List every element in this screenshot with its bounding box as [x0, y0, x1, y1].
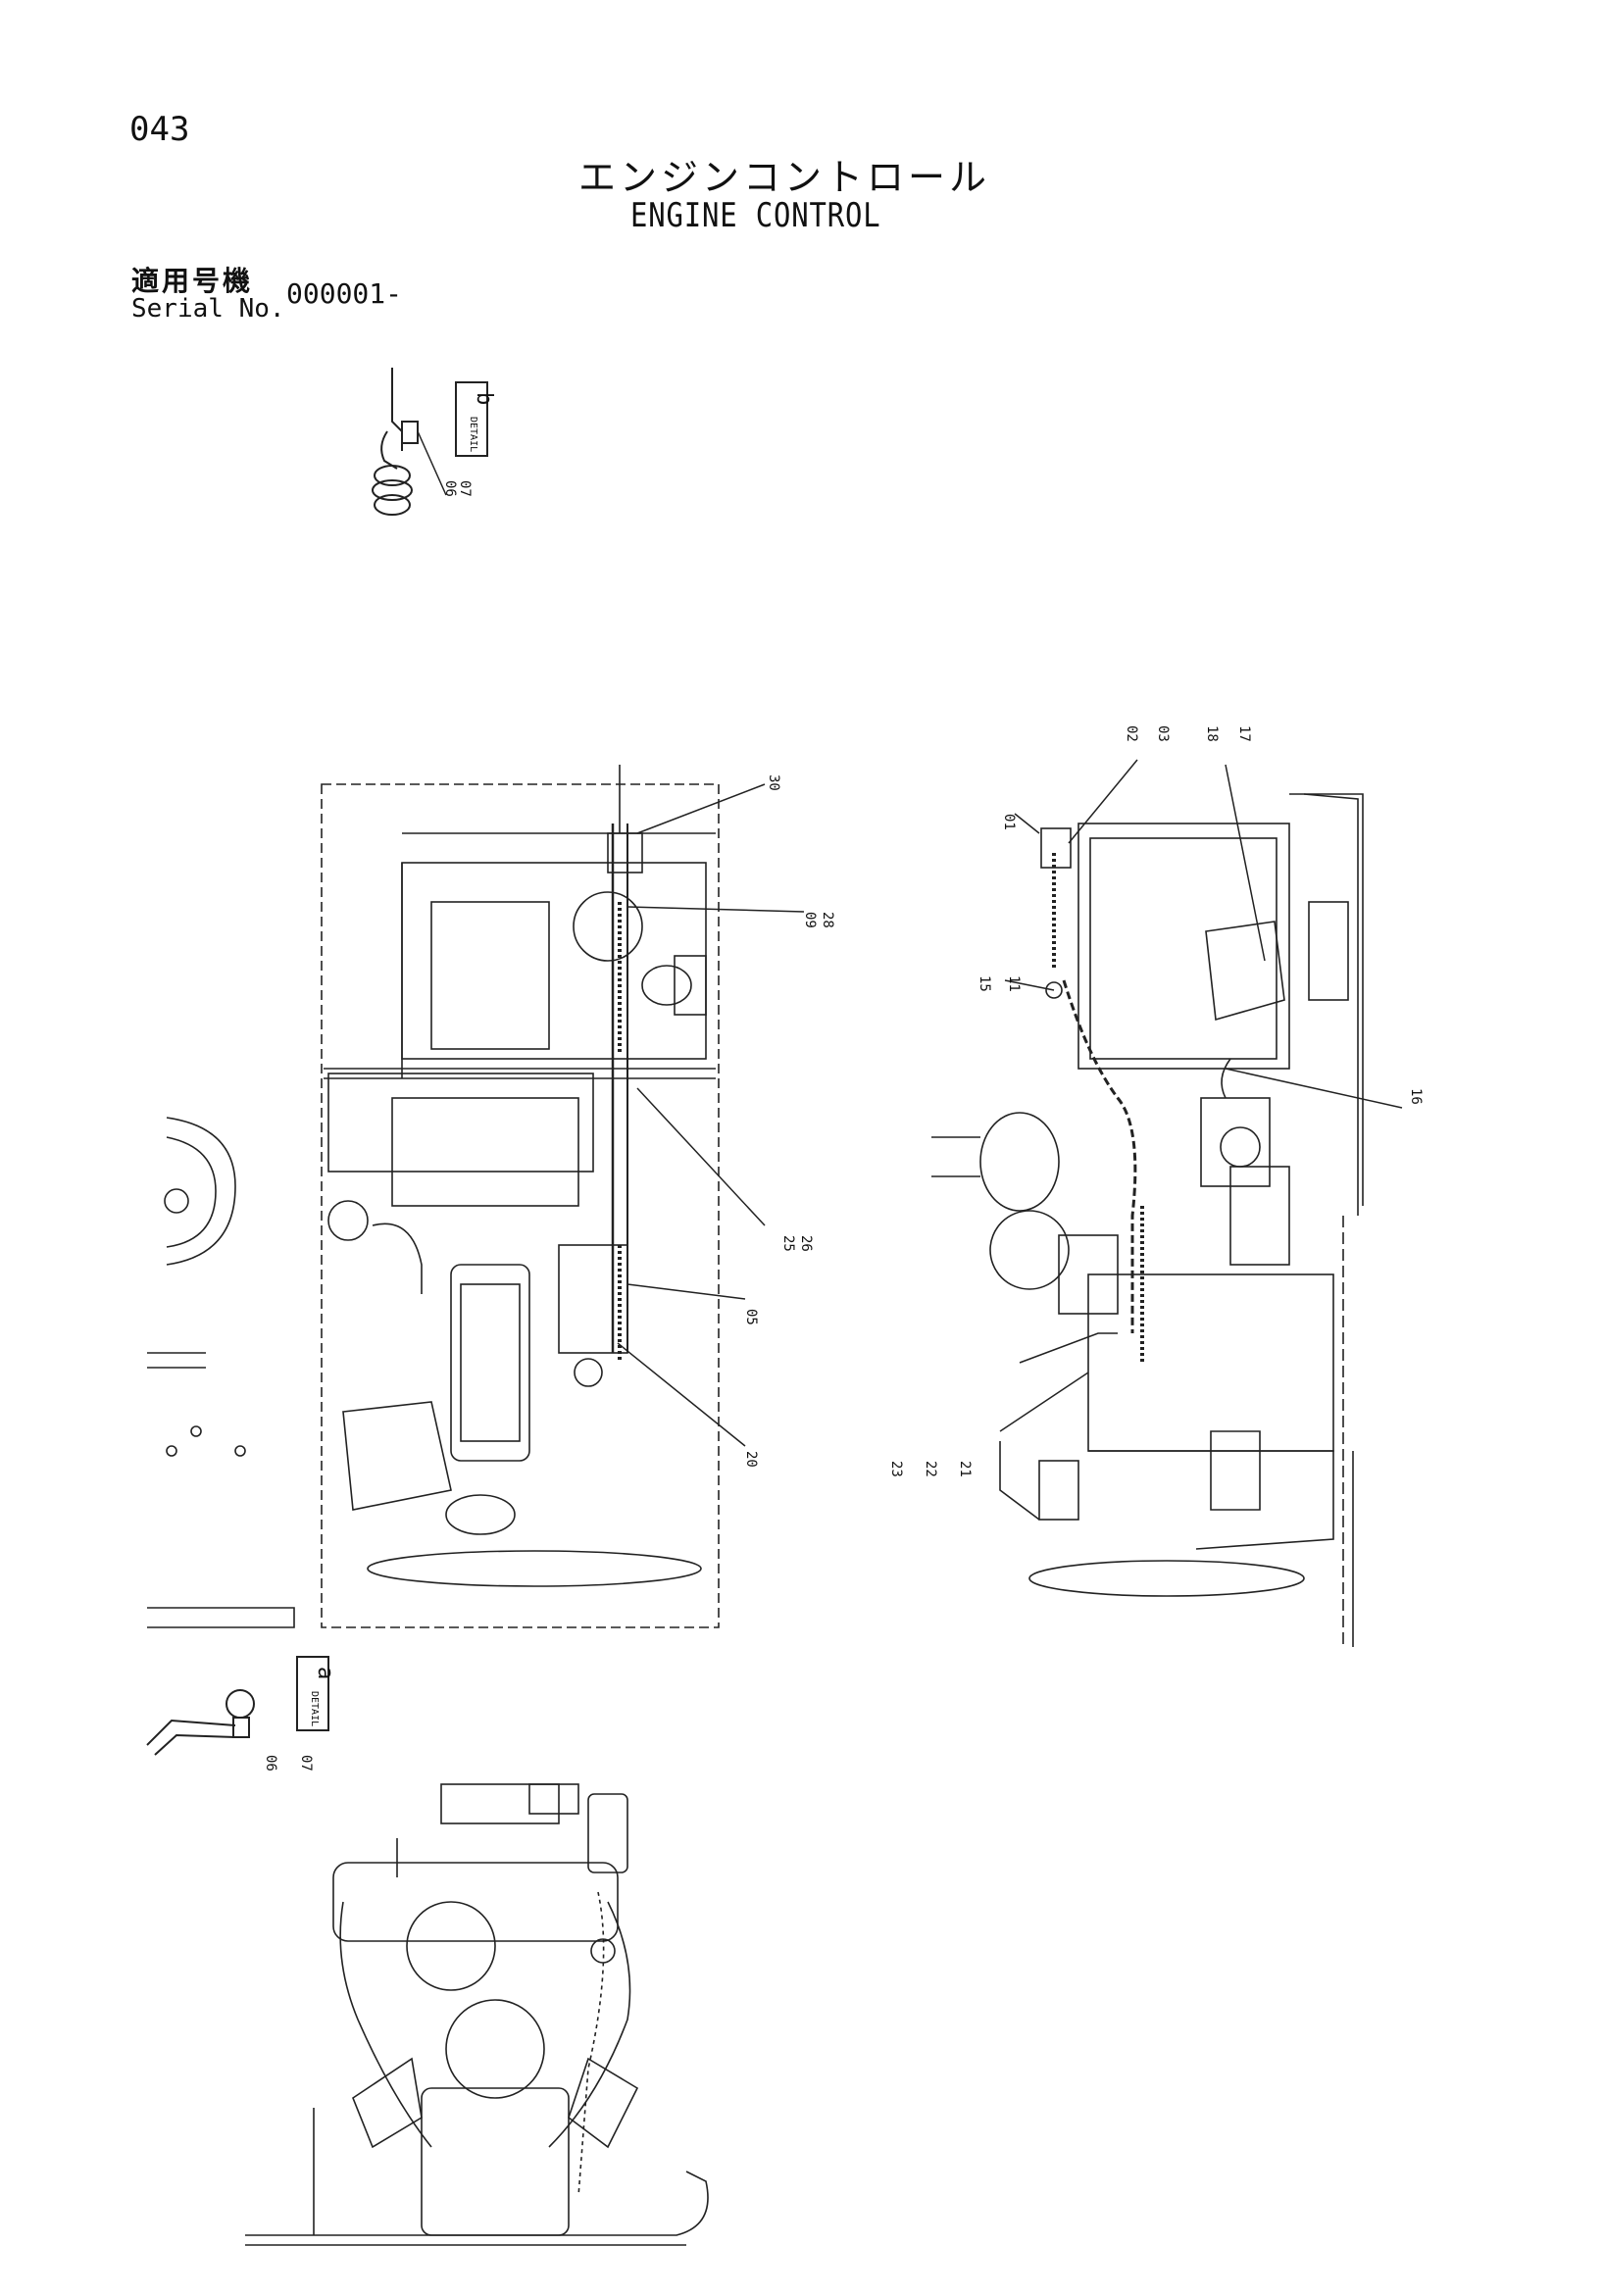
- callout-18: 18: [1204, 725, 1220, 742]
- callout-26: 26: [798, 1235, 814, 1252]
- page-number: 043: [129, 110, 190, 149]
- callout-22: 22: [923, 1461, 938, 1477]
- serial-label-japanese: 適用号機: [131, 265, 254, 297]
- callout-11: 11: [1006, 975, 1022, 992]
- serial-label-english: Serial No.: [131, 294, 285, 324]
- page-title-english: ENGINE CONTROL: [630, 196, 881, 235]
- callout-16: 16: [1408, 1088, 1424, 1105]
- detail-a-callout-07: 07: [298, 1755, 314, 1772]
- callout-17: 17: [1236, 725, 1252, 742]
- engine-front-view: [245, 1783, 709, 2246]
- page-title-japanese: エンジンコントロール: [578, 156, 991, 199]
- callout-02: 02: [1124, 725, 1139, 742]
- callout-05: 05: [743, 1309, 759, 1325]
- detail-a-letter: a: [313, 1667, 337, 1679]
- callout-20: 20: [743, 1451, 759, 1468]
- right-side-view: 01 02 03 18 17 15 11 16 23 22 21: [888, 725, 1424, 1647]
- detail-b-letter: b: [472, 392, 496, 405]
- callout-30: 30: [766, 774, 781, 791]
- callout-28: 28: [820, 912, 835, 928]
- callout-09: 09: [802, 912, 818, 928]
- detail-b-callout-07: 07: [457, 480, 473, 497]
- callout-23: 23: [888, 1461, 904, 1477]
- detail-b-callout-06: 06: [442, 480, 458, 497]
- serial-number-value: 000001-: [286, 277, 403, 310]
- callout-03: 03: [1155, 725, 1171, 742]
- detail-b-view: DETAIL b 06 07: [372, 368, 496, 516]
- callout-15: 15: [977, 975, 992, 992]
- detail-a-callout-06: 06: [263, 1755, 278, 1772]
- detail-a-label: DETAIL: [309, 1691, 320, 1726]
- left-plan-view: 30 09 28 25 26 05 20: [147, 765, 835, 1628]
- callout-21: 21: [957, 1461, 973, 1477]
- callout-25: 25: [780, 1235, 796, 1252]
- callout-01: 01: [1001, 814, 1017, 830]
- detail-a-view: DETAIL a 06 07: [146, 1656, 337, 1772]
- detail-b-label: DETAIL: [468, 417, 478, 452]
